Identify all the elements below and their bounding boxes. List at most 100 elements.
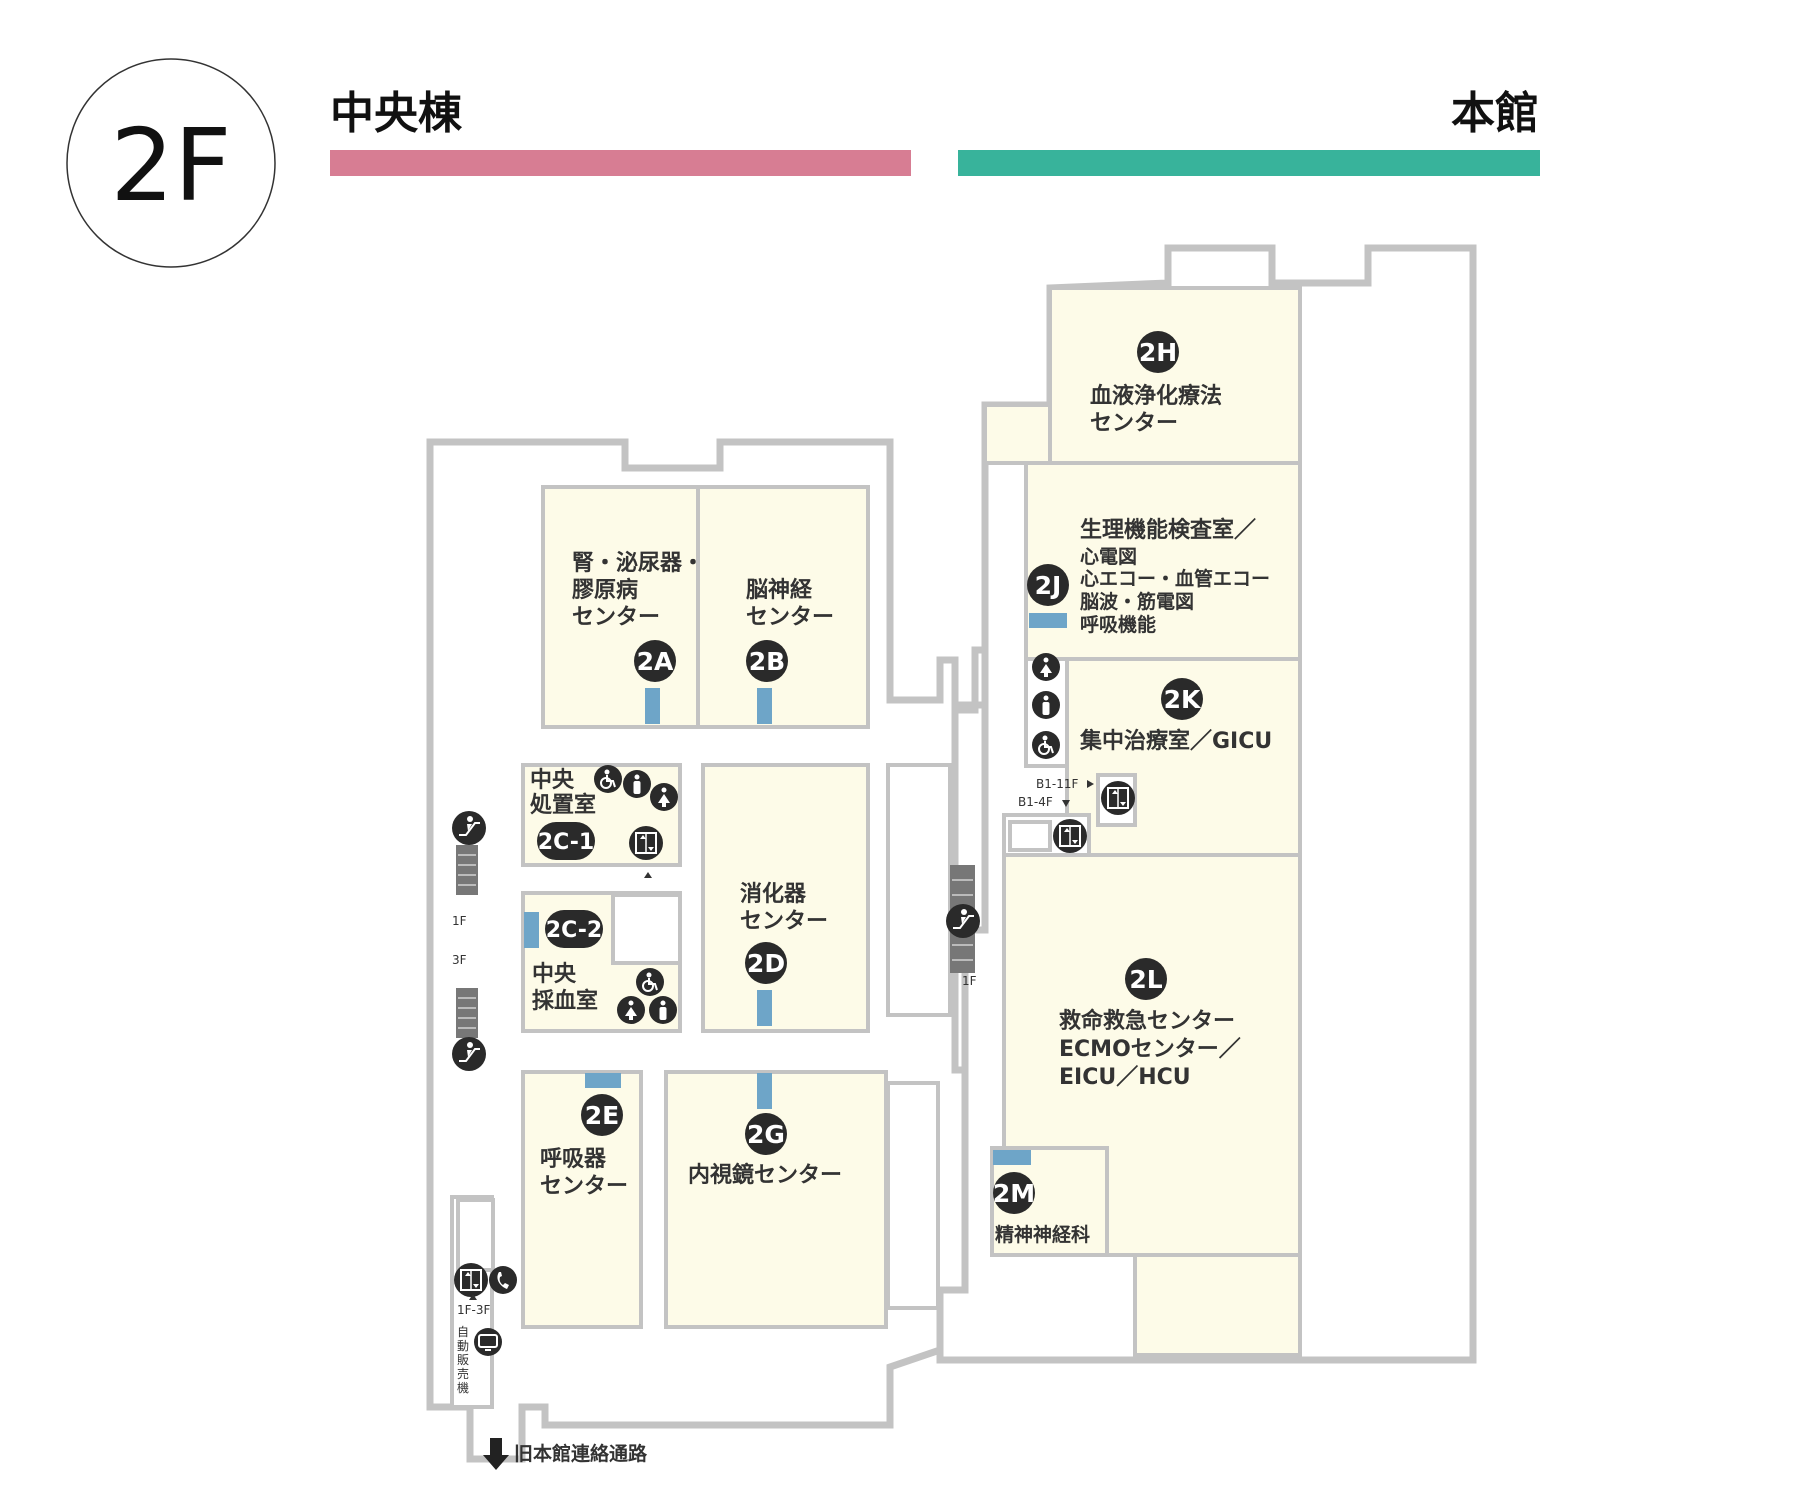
phone-icon: [489, 1266, 517, 1294]
toilet-male-icon: [623, 770, 651, 798]
door-2g: [757, 1073, 772, 1109]
toilet-female-icon: [1032, 653, 1060, 681]
svg-text:販: 販: [457, 1353, 469, 1367]
corridor-label[interactable]: 旧本館連絡通路: [514, 1442, 648, 1465]
svg-text:ECMOセンター／: ECMOセンター／: [1059, 1037, 1241, 1062]
room-2c1-label: 中央 処置室: [530, 767, 596, 818]
room-2j-label: 生理機能検査室／ 心電図 心エコー・血管エコー 脳波・筋電図 呼吸機能: [1079, 517, 1270, 636]
escalator-icon: [451, 810, 487, 846]
room-2a-label: 腎・泌尿器・ 膠原病 センター: [572, 550, 704, 630]
svg-text:集中治療室／GICU: 集中治療室／GICU: [1079, 728, 1272, 754]
room-2d[interactable]: [701, 763, 870, 1033]
svg-text:2J: 2J: [1035, 571, 1062, 600]
svg-text:センター: センター: [746, 605, 834, 630]
room-2d-label: 消化器 センター: [740, 881, 828, 934]
svg-text:センター: センター: [540, 1174, 628, 1199]
escalator-icon: [945, 903, 981, 939]
badge-2c1: 2C-1: [537, 822, 595, 860]
elevator-icon: [453, 1262, 489, 1298]
wheelchair-icon: [635, 967, 665, 997]
room-2b-label: 脳神経 センター: [746, 577, 834, 630]
svg-text:心電図: 心電図: [1080, 546, 1137, 568]
badge-2a: 2A: [634, 640, 676, 682]
door-2m: [993, 1150, 1031, 1165]
badge-2l: 2L: [1125, 958, 1167, 1000]
svg-text:処置室: 処置室: [530, 792, 596, 818]
svg-text:2D: 2D: [747, 949, 785, 978]
door-2c2: [524, 912, 539, 948]
svg-text:膠原病: 膠原病: [572, 577, 638, 603]
room-2l-lower: [1133, 1253, 1302, 1357]
elevator-icon: [628, 825, 664, 861]
badge-2k: 2K: [1161, 678, 1203, 720]
badge-2h: 2H: [1137, 331, 1179, 373]
building-label-central: 中央棟: [330, 88, 463, 139]
svg-text:脳神経: 脳神経: [746, 577, 813, 603]
svg-text:2K: 2K: [1164, 685, 1202, 714]
building-bar-central: [330, 150, 911, 176]
badge-2e: 2E: [581, 1094, 623, 1136]
badge-2j: 2J: [1027, 564, 1069, 606]
room-2e-label: 呼吸器 センター: [540, 1147, 628, 1199]
room-2a[interactable]: [541, 485, 700, 729]
toilet-female-icon: [617, 996, 645, 1024]
svg-text:機: 機: [457, 1380, 469, 1395]
arrow-right-icon: [1087, 780, 1094, 788]
building-label-main: 本館: [1451, 88, 1539, 139]
badge-2d: 2D: [745, 942, 787, 984]
escalator-left-upper: [456, 845, 478, 895]
svg-text:2C-2: 2C-2: [546, 918, 602, 943]
svg-text:売: 売: [457, 1366, 469, 1381]
stair-main: [1008, 820, 1052, 852]
arrow-up-icon: [469, 1294, 477, 1300]
escalator-icon: [451, 1036, 487, 1072]
svg-text:呼吸機能: 呼吸機能: [1080, 613, 1156, 636]
svg-text:2H: 2H: [1139, 338, 1177, 367]
floor-circle: [66, 58, 276, 268]
room-2l-label: 救命救急センター ECMOセンター／ EICU／HCU: [1059, 1008, 1241, 1090]
escalator-label-1f-right: 1F: [962, 974, 977, 988]
arrow-down-icon: [1062, 800, 1070, 807]
corridor-arrow-icon: [483, 1438, 509, 1470]
toilet-male-icon: [649, 996, 677, 1024]
svg-text:センター: センター: [572, 605, 660, 630]
room-2j[interactable]: [1024, 461, 1302, 661]
svg-text:センター: センター: [1090, 411, 1178, 436]
svg-text:自: 自: [457, 1325, 469, 1339]
vending-label: 自 動 販 売 機: [457, 1325, 469, 1395]
svg-text:血液浄化療法: 血液浄化療法: [1090, 383, 1222, 409]
svg-text:生理機能検査室／: 生理機能検査室／: [1080, 517, 1256, 543]
svg-text:内視鏡センター: 内視鏡センター: [688, 1162, 842, 1188]
svg-text:呼吸器: 呼吸器: [540, 1147, 607, 1172]
svg-text:心エコー・血管エコー: 心エコー・血管エコー: [1080, 567, 1270, 590]
svg-text:2B: 2B: [749, 647, 785, 676]
toilet-male-icon: [1032, 691, 1060, 719]
room-2g[interactable]: [664, 1070, 888, 1329]
room-2h[interactable]: [1048, 286, 1302, 465]
svg-text:2M: 2M: [993, 1179, 1035, 1208]
elevator-icon: [1052, 818, 1088, 854]
room-2c2-label: 中央 採血室: [532, 961, 598, 1014]
escalator-label-3f-left: 3F: [452, 953, 467, 967]
stair-left-bottom: [456, 1198, 495, 1272]
badge-2g: 2G: [745, 1113, 787, 1155]
svg-text:動: 動: [457, 1339, 469, 1353]
svg-text:脳波・筋電図: 脳波・筋電図: [1079, 590, 1194, 613]
wheelchair-icon: [1031, 730, 1061, 760]
door-2e: [585, 1073, 621, 1088]
room-2b[interactable]: [696, 485, 870, 729]
svg-text:2E: 2E: [585, 1101, 619, 1130]
floor-number: 2F: [110, 107, 231, 224]
elevator-label-1f-3f: 1F-3F: [457, 1303, 491, 1317]
wheelchair-icon: [593, 764, 623, 794]
svg-text:センター: センター: [740, 909, 828, 934]
svg-text:中央: 中央: [532, 961, 577, 987]
toilet-female-icon: [650, 783, 678, 811]
svg-text:救命救急センター: 救命救急センター: [1059, 1008, 1235, 1034]
elevator-label-b1-11f: B1-11F: [1036, 777, 1078, 791]
door-2a: [645, 688, 660, 724]
light-well-lower: [886, 1081, 940, 1310]
svg-text:採血室: 採血室: [532, 988, 598, 1014]
room-2h-annex: [983, 403, 1052, 465]
